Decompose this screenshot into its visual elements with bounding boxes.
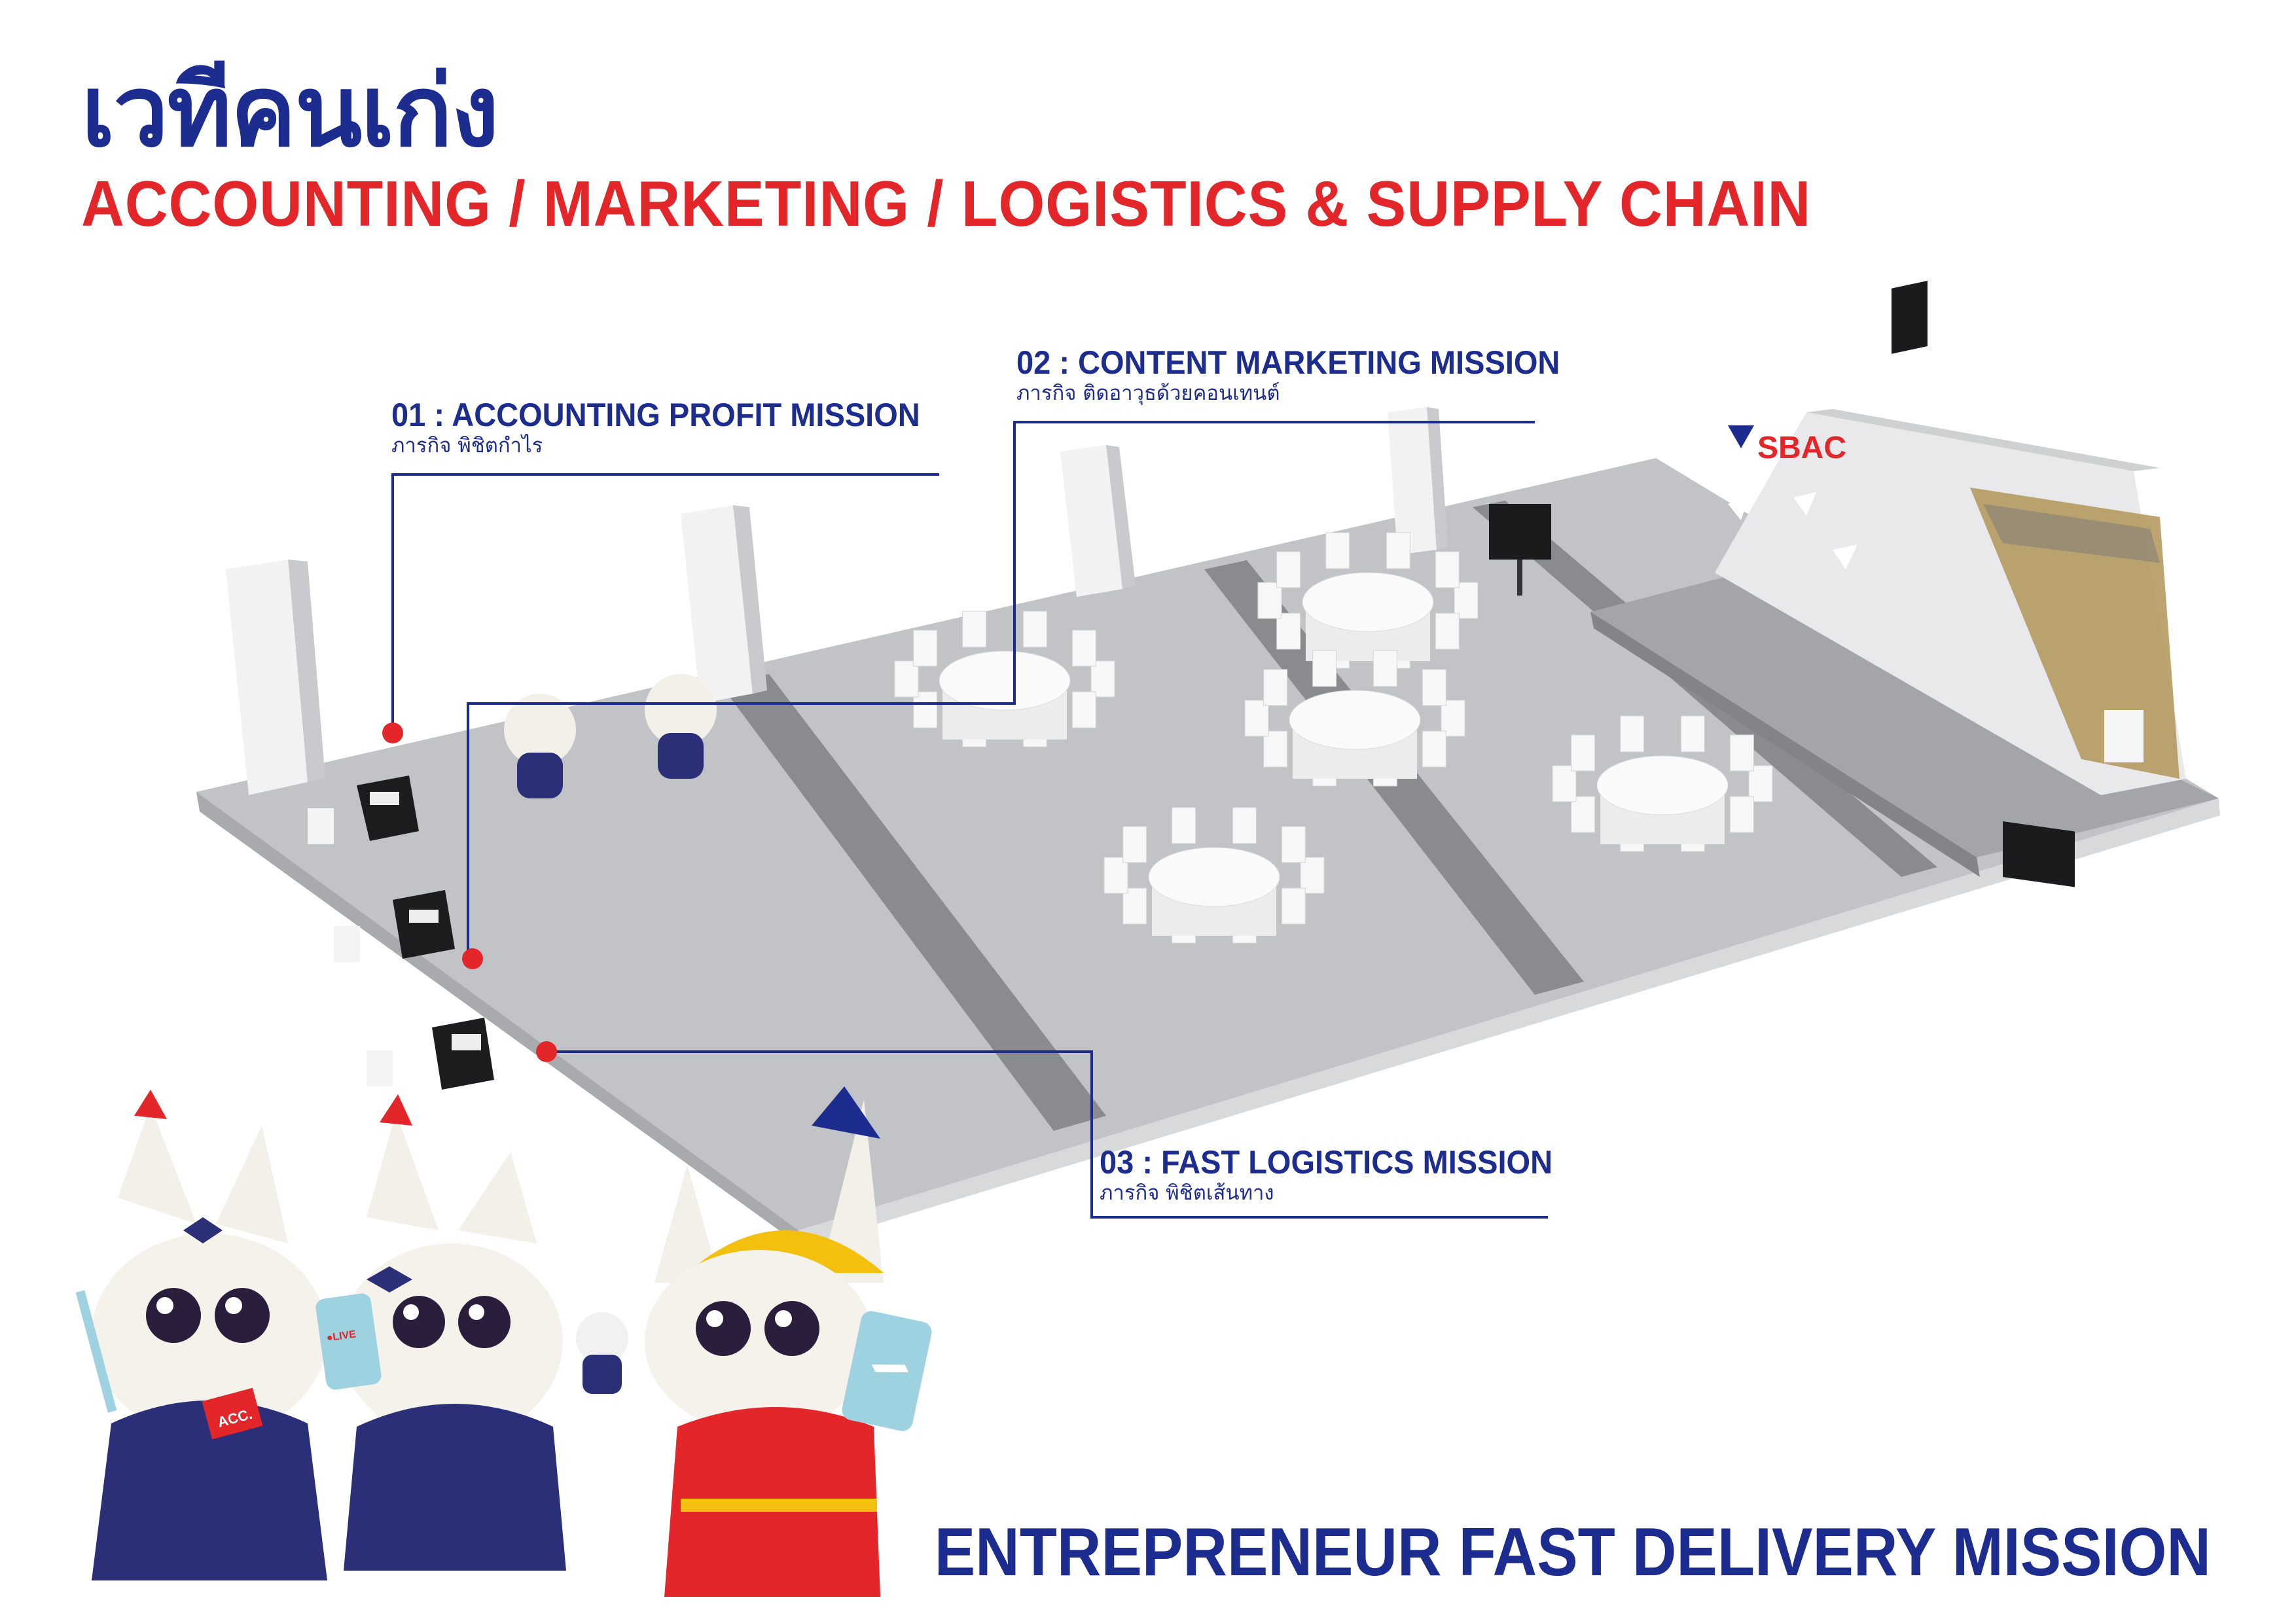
chair: [1454, 582, 1479, 619]
chair: [1729, 796, 1754, 833]
pencil-icon: [75, 1290, 117, 1413]
chair: [1435, 551, 1460, 588]
chair: [1276, 551, 1301, 588]
stage-monitor: [1892, 281, 1928, 354]
stage: SBAC: [1489, 281, 2219, 887]
mission-subtitle: ภารกิจ พิชิตเส้นทาง: [1100, 1181, 1274, 1205]
page-subtitle: ACCOUNTING / MARKETING / LOGISTICS & SUP…: [81, 168, 1812, 240]
floor-lane: [720, 674, 1106, 1131]
chair: [1276, 613, 1301, 650]
pillars: [226, 407, 1448, 795]
podium: [2104, 710, 2144, 762]
phone-icon: [315, 1293, 382, 1390]
chair: [1552, 765, 1577, 802]
book-icon: [202, 1387, 263, 1440]
mission-title: 02 : CONTENT MARKETING MISSION: [1016, 344, 1560, 381]
mission-label-logistics: 03 : FAST LOGISTICS MISSION ภารกิจ พิชิต…: [1100, 1145, 1581, 1206]
chair: [1071, 630, 1096, 667]
chair: [1680, 715, 1705, 753]
chair: [1281, 826, 1306, 863]
chair: [1122, 887, 1147, 925]
mascot-logistics-worker: [645, 1086, 932, 1597]
chair: [1422, 669, 1446, 706]
chair: [894, 660, 919, 698]
chair: [1244, 700, 1269, 737]
chair: [1263, 669, 1288, 706]
chair: [1422, 730, 1446, 768]
chair: [1071, 691, 1096, 728]
round-table: [894, 611, 1115, 747]
stage-lattice-panel: [1970, 488, 2179, 779]
round-table: [1103, 807, 1325, 944]
mission-title: 01 : ACCOUNTING PROFIT MISSION: [391, 397, 920, 433]
chair: [913, 630, 938, 667]
stage-screen: [2003, 821, 2075, 887]
round-table: [1257, 532, 1479, 669]
callout-markers: [382, 722, 557, 1062]
mascot-marketer: ●LIVE: [315, 1094, 628, 1571]
foreground-mascots: ACC. ●LIVE: [75, 1086, 932, 1597]
chair: [1325, 532, 1350, 569]
chair: [1257, 582, 1282, 619]
chair: [1022, 611, 1047, 648]
chair: [1571, 734, 1596, 772]
chair: [1729, 734, 1754, 772]
chair: [1090, 660, 1115, 698]
footer-title: ENTREPRENEUR FAST DELIVERY MISSION: [934, 1514, 2211, 1590]
chair: [1435, 613, 1460, 650]
chair: [1372, 650, 1397, 687]
chair: [962, 611, 987, 648]
round-table: [1552, 715, 1773, 852]
chair: [1441, 700, 1465, 737]
round-table: [1244, 650, 1465, 787]
chair: [913, 691, 938, 728]
phone-live-label: ●LIVE: [326, 1329, 357, 1344]
sbac-logo-icon: [1728, 425, 1754, 448]
mission-title: 03 : FAST LOGISTICS MISSION: [1100, 1144, 1553, 1181]
mission-label-accounting: 01 : ACCOUNTING PROFIT MISSION ภารกิจ พิ…: [391, 398, 954, 459]
chair: [1232, 807, 1257, 844]
teddy-bear-icon: [576, 1312, 628, 1364]
callout-lines: [391, 421, 1548, 1219]
mascot-accountant: ACC.: [75, 1090, 327, 1580]
registration-desks: [308, 776, 494, 1090]
chair: [1103, 857, 1128, 894]
mission-subtitle: ภารกิจ ติดอาวุธด้วยคอนเทนต์: [1016, 381, 1280, 405]
chair: [1312, 650, 1337, 687]
chair: [1300, 857, 1325, 894]
stage-logo-text: SBAC: [1757, 431, 1846, 465]
chair: [1386, 532, 1410, 569]
chair: [1263, 730, 1288, 768]
floor-mascots: [504, 674, 717, 798]
round-tables: [894, 532, 1773, 944]
chair: [1281, 887, 1306, 925]
page-title: เวทีคนเก่ง: [81, 55, 499, 169]
chair: [1172, 807, 1196, 844]
tv-on-stand: [1489, 504, 1551, 560]
chair: [1620, 715, 1645, 753]
mission-subtitle: ภารกิจ พิชิตกำไร: [391, 433, 543, 457]
chair: [1571, 796, 1596, 833]
mission-label-marketing: 02 : CONTENT MARKETING MISSION ภารกิจ ติ…: [1016, 346, 1594, 406]
chair: [1748, 765, 1773, 802]
chair: [1122, 826, 1147, 863]
